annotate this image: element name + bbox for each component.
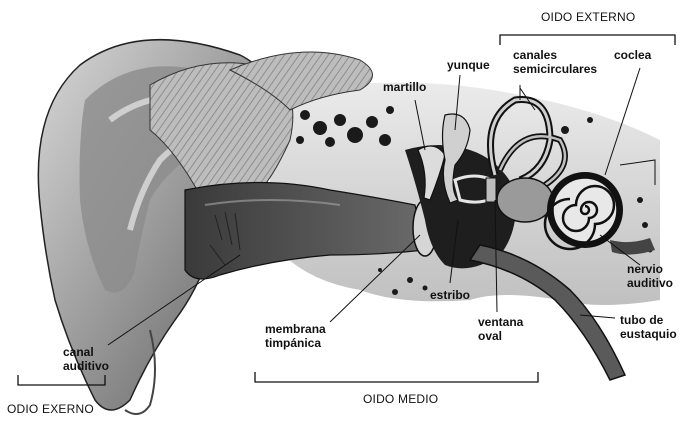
- label-ventana-oval: ventana oval: [478, 315, 523, 343]
- label-canales-semicirculares: canales semicirculares: [513, 48, 597, 76]
- label-estribo: estribo: [430, 288, 470, 302]
- section-label-oido-medio: OIDO MEDIO: [363, 392, 438, 406]
- label-nervio-auditivo: nervio auditivo: [627, 262, 673, 290]
- label-canal-auditivo: canal auditivo: [63, 345, 109, 373]
- label-coclea: coclea: [614, 48, 651, 62]
- bracket-oido-medio: [255, 372, 538, 382]
- label-yunque: yunque: [447, 58, 490, 72]
- label-membrana-timpanica: membrana timpánica: [265, 322, 326, 350]
- section-label-oido-externo: OIDO EXTERNO: [541, 10, 635, 24]
- label-tubo-de-eustaquio: tubo de eustaquio: [620, 313, 677, 341]
- section-label-odio-exerno: ODIO EXERNO: [7, 402, 94, 416]
- bracket-oido-externo-top: [500, 35, 675, 45]
- label-martillo: martillo: [383, 80, 426, 94]
- vestibule: [497, 178, 553, 222]
